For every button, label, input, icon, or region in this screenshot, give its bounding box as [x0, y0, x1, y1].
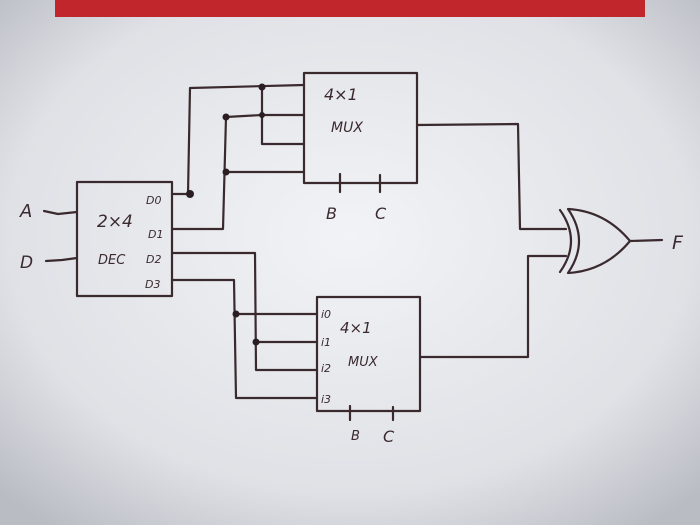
mux-top: 4×1 MUX B C: [302, 71, 419, 223]
wires-to-mux-top: [170, 83, 306, 231]
mux-bottom-subtitle: MUX: [348, 355, 379, 370]
wires-to-xor: [415, 122, 568, 359]
decoder-subtitle: DEC: [98, 253, 126, 268]
mux-bottom-title: 4×1: [340, 319, 372, 337]
junction-top-4: [259, 112, 265, 118]
xor-output-wire: [628, 238, 664, 243]
mux-bottom-input-i0: i0: [321, 308, 331, 321]
red-banner: [55, 0, 645, 17]
decoder-box: [75, 180, 174, 298]
decoder-output-d2: D2: [146, 253, 161, 266]
input-d-wire: [44, 256, 79, 263]
mux-top-select-c: C: [375, 204, 387, 223]
decoder-output-d1: D1: [148, 228, 163, 241]
mux-bottom-select-c: C: [383, 427, 395, 446]
decoder-title: 2×4: [97, 212, 133, 232]
wire-d0-to-top-i3: [260, 85, 306, 146]
junction-bottom-2: [252, 338, 260, 346]
mux-top-select-lines: [338, 172, 382, 194]
wire-mux-top-out: [415, 122, 568, 231]
wires-to-mux-bottom: [170, 251, 319, 400]
mux-bottom-input-i3: i3: [321, 393, 331, 406]
mux-top-select-b: B: [326, 204, 337, 223]
mux-bottom-select-lines: [348, 404, 395, 422]
decoder-output-d3: D3: [145, 278, 160, 291]
mux-bottom-box: [315, 295, 422, 413]
wire-d2-to-bottom-i2: [170, 251, 319, 372]
mux-top-title: 4×1: [324, 85, 358, 104]
mux-bottom-input-i2: i2: [321, 362, 331, 375]
xor-body: [566, 207, 632, 275]
input-a: A: [19, 201, 79, 222]
junction-top-3: [222, 168, 230, 176]
output-f-label: F: [672, 232, 684, 254]
wire-d0-to-top-i0: [170, 83, 306, 196]
junction-d0: [186, 190, 194, 198]
decoder-output-d0: D0: [146, 194, 161, 207]
xor-gate: F: [558, 207, 684, 275]
input-a-wire: [42, 209, 79, 216]
input-d: D: [20, 253, 79, 273]
decoder-2x4: 2×4 DEC D0 D1 D2 D3: [75, 180, 174, 298]
mux-top-box: [302, 71, 419, 185]
mux-bottom-input-i1: i1: [321, 336, 331, 349]
xor-input-arc: [558, 208, 572, 274]
mux-bottom: 4×1 MUX i0 i1 i2 i3 B C: [315, 295, 422, 446]
mux-top-subtitle: MUX: [331, 120, 363, 136]
junction-bottom-1: [232, 310, 240, 318]
junction-top-1: [258, 83, 266, 91]
mux-bottom-select-b: B: [351, 429, 360, 444]
input-d-label: D: [20, 253, 33, 273]
junction-top-2: [222, 113, 230, 121]
wire-mux-bottom-out: [418, 254, 568, 359]
input-a-label: A: [19, 201, 32, 222]
wire-d3-to-bottom-i3: [170, 278, 319, 400]
